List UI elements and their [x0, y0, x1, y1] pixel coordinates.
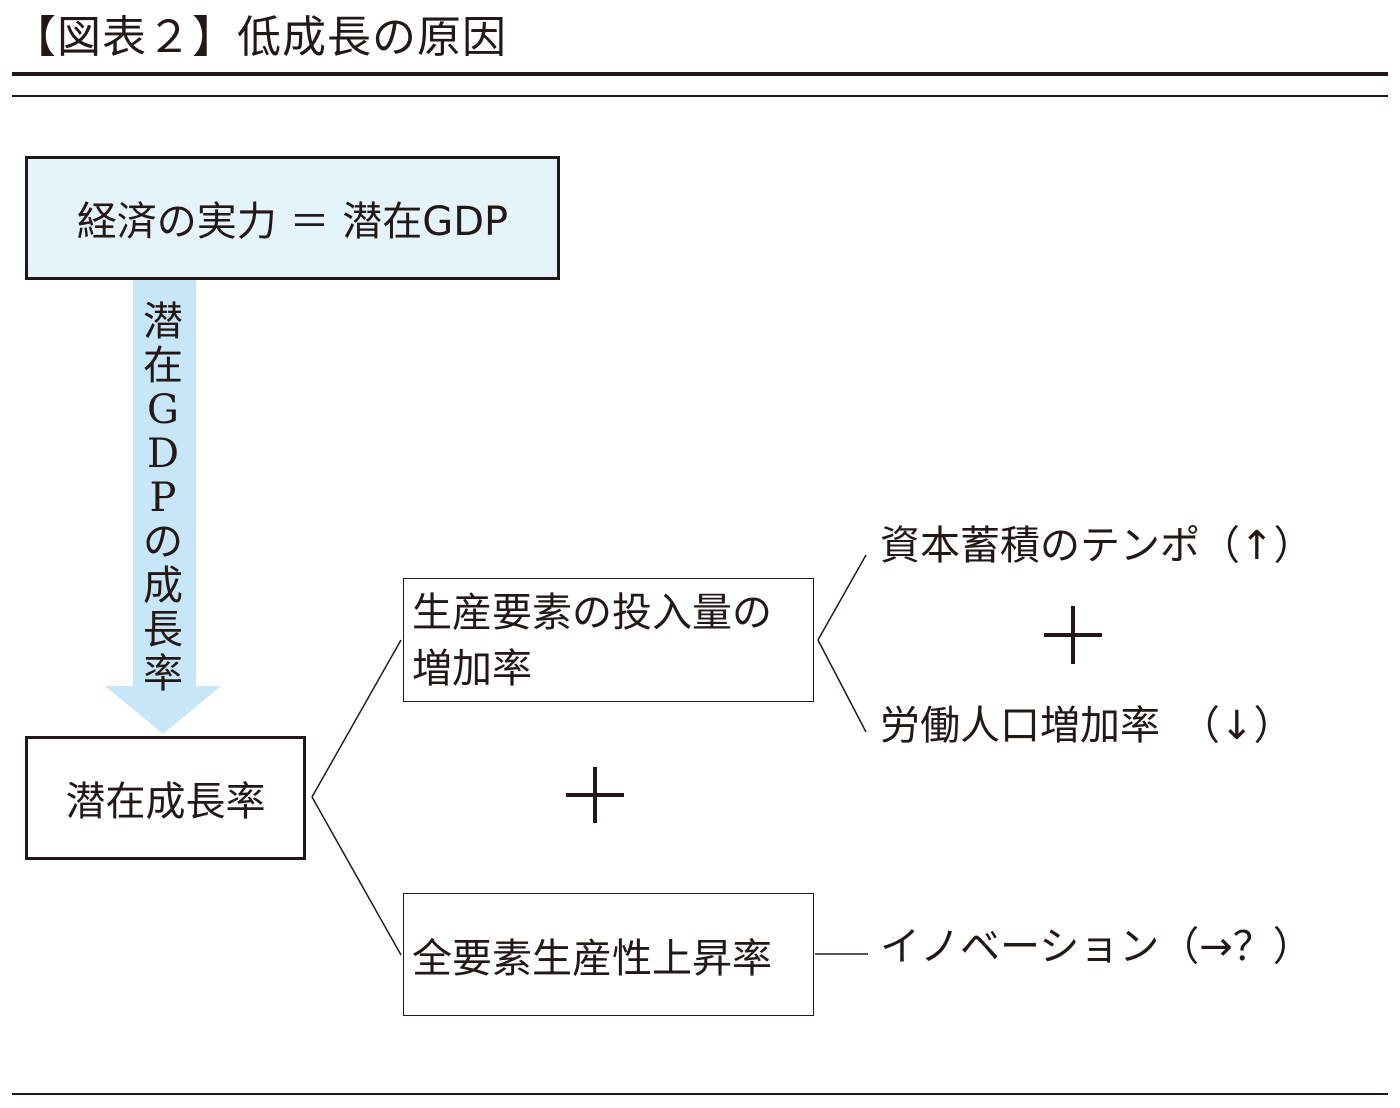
arrow-char: 率	[143, 651, 183, 697]
page-title: 【図表２】低成長の原因	[12, 12, 507, 63]
factor-input-line2: 増加率	[412, 646, 532, 692]
title-rule-thick	[12, 72, 1388, 76]
capital-accumulation-label: 資本蓄積のテンポ（↑）	[880, 523, 1314, 569]
connector-potential-to-tfp	[311, 796, 402, 956]
arrow-char: D	[146, 431, 180, 477]
potential-gdp-box: 経済の実力 ＝ 潜在GDP	[25, 156, 560, 280]
arrow-vertical-label: 潜 在 G D P の 成 長 率	[128, 300, 198, 696]
factor-input-line1: 生産要素の投入量の	[412, 590, 772, 636]
tfp-box: 全要素生産性上昇率	[403, 893, 814, 1016]
arrow-char: の	[143, 519, 183, 565]
arrow-char: 成	[143, 563, 183, 609]
arrow-char: G	[147, 387, 179, 433]
potential-growth-box: 潜在成長率	[25, 736, 306, 860]
title-rule-thin	[12, 95, 1388, 97]
plus-icon	[1044, 606, 1102, 664]
plus-icon	[566, 767, 624, 823]
potential-gdp-label: 経済の実力 ＝ 潜在GDP	[76, 199, 509, 245]
innovation-label: イノベーション（→？）	[880, 924, 1313, 970]
arrow-char: 長	[143, 607, 183, 653]
potential-growth-label: 潜在成長率	[65, 779, 266, 825]
factor-input-box: 生産要素の投入量の 増加率	[403, 578, 814, 702]
arrow-char: 潜	[143, 299, 183, 345]
bottom-rule	[12, 1093, 1388, 1095]
connector-factor-to-labor	[817, 639, 867, 733]
arrow-shaft	[133, 280, 196, 687]
connector-factor-to-capital	[817, 554, 867, 641]
arrow-char: 在	[143, 343, 183, 389]
connector-potential-to-factor	[311, 639, 402, 798]
labor-growth-label: 労働人口増加率 （↓）	[880, 703, 1294, 749]
tfp-label: 全要素生産性上昇率	[412, 935, 772, 982]
arrow-char: P	[149, 475, 177, 521]
